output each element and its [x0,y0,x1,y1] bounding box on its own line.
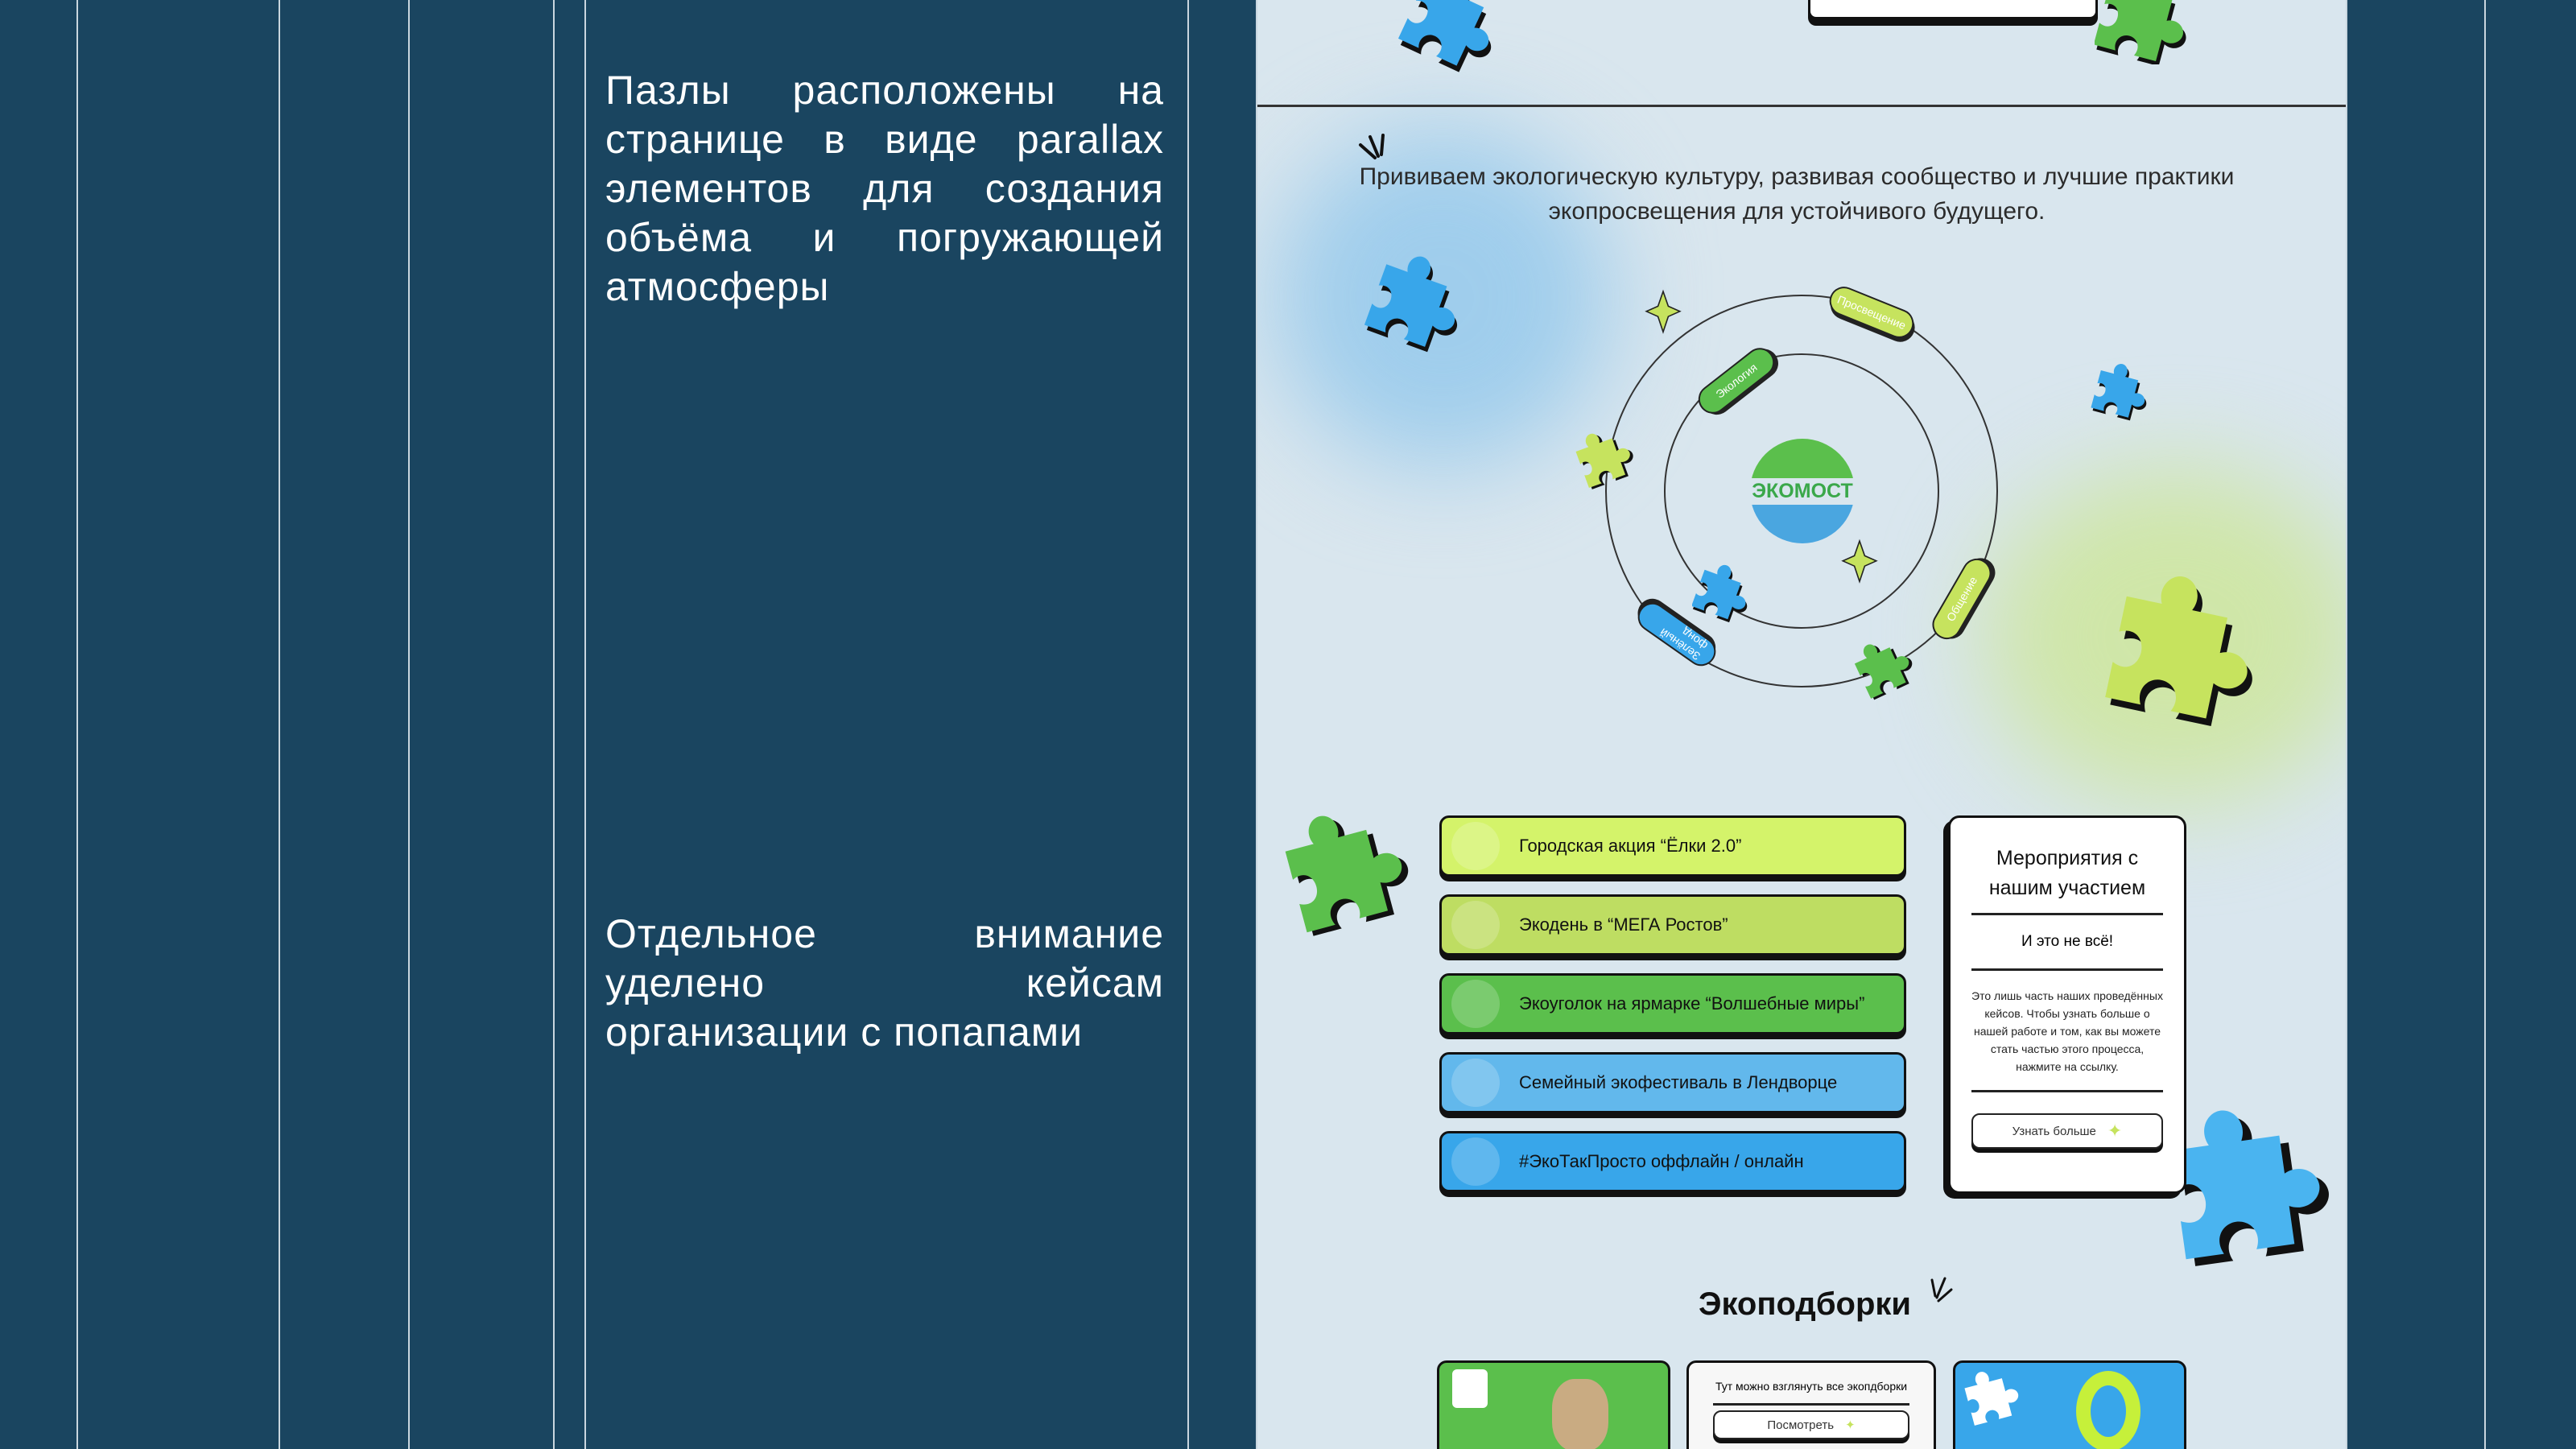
sparkle-icon: ✦ [2107,1121,2123,1141]
case-icon [1451,1059,1500,1107]
orbit-diagram [1605,289,1998,687]
case-button[interactable]: Семейный экофестиваль в Лендворце [1439,1052,1906,1113]
view-label: Посмотреть [1767,1418,1835,1432]
section-title: Экоподборки [1698,1286,1912,1322]
book-icon [1452,1369,1488,1408]
learn-more-label: Узнать больше [2012,1124,2096,1138]
collection-text: Тут можно взглянуть все экопдборки [1715,1380,1908,1393]
case-icon [1451,1137,1500,1186]
case-label: Экоуголок на ярмарке “Волшебные миры” [1519,993,1865,1013]
guide-line [408,0,410,1449]
mission-statement: Прививаем экологическую культуру, развив… [1359,163,2235,225]
puzzle-piece-icon [2095,0,2191,64]
case-label: Семейный экофестиваль в Лендворце [1519,1072,1838,1092]
logo-text: ЭКОМОСТ [1752,477,1853,505]
collection-info-card: Тут можно взглянуть все экопдборки Посмо… [1686,1360,1936,1449]
case-icon [1451,980,1500,1028]
ekomost-logo: ЭКОМОСТ [1750,439,1855,543]
collection-card-green[interactable] [1437,1360,1670,1449]
events-card: Мероприятия с нашим участием И это не вс… [1948,815,2186,1194]
top-button[interactable] [1808,0,2098,19]
guide-line [2484,0,2486,1449]
case-button[interactable]: Экодень в “МЕГА Ростов” [1439,894,1906,956]
case-icon [1451,822,1500,870]
puzzle-piece-icon [1855,636,1919,700]
collection-card-blue[interactable] [1953,1360,2186,1449]
case-label: #ЭкоТакПросто оффлайн / онлайн [1519,1151,1804,1171]
case-label: Экодень в “МЕГА Ростов” [1519,914,1728,935]
case-button[interactable]: Экоуголок на ярмарке “Волшебные миры” [1439,973,1906,1034]
guide-line [279,0,280,1449]
card-subtitle: И это не всё! [2021,933,2114,950]
puzzle-piece-icon [1963,1366,2024,1426]
website-mockup: Прививаем экологическую культуру, развив… [1256,0,2347,1449]
puzzle-piece-icon [1575,427,1640,489]
description-cases: Отдельное внимание уделено кейсам органи… [605,911,1164,1055]
guide-line [76,0,78,1449]
ok-hand-image [2076,1371,2140,1449]
sparkle-lines-icon [1359,134,1385,159]
guide-line [584,0,586,1449]
puzzle-piece-icon [2091,362,2154,424]
case-icon [1451,901,1500,949]
description-parallax: Пазлы расположены на странице в виде par… [605,68,1164,309]
card-body: Это лишь часть наших проведённых кейсов.… [1971,989,2163,1073]
puzzle-piece-icon [1692,564,1757,626]
puzzle-piece-icon [2105,566,2269,733]
guide-line [553,0,555,1449]
sparkle-lines-icon [1930,1277,1953,1302]
puzzle-piece-icon [1397,0,1513,80]
sparkle-icon: ✦ [1845,1418,1856,1432]
learn-more-button[interactable]: Узнать больше ✦ [1971,1113,2163,1149]
puzzle-piece-icon [1364,246,1475,359]
guide-line [1187,0,1189,1449]
view-button[interactable]: Посмотреть ✦ [1713,1410,1909,1439]
hand-image [1552,1379,1608,1449]
case-label: Городская акция “Ёлки 2.0” [1519,836,1742,856]
section-divider [1257,105,2346,107]
case-button[interactable]: #ЭкоТакПросто оффлайн / онлайн [1439,1131,1906,1192]
puzzle-piece-icon [1278,799,1418,936]
card-title: Мероприятия с нашим участием [1988,847,2146,899]
case-button[interactable]: Городская акция “Ёлки 2.0” [1439,815,1906,877]
